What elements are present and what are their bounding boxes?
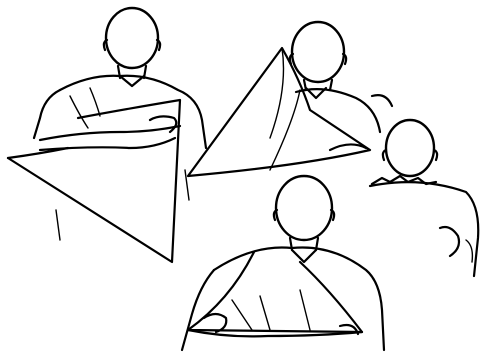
figure-3-sling-edge (440, 227, 459, 256)
figure-4-sling (188, 252, 362, 332)
figure-1-sling-triangle (8, 100, 180, 262)
figure-1-head (106, 8, 158, 68)
figure-4-head (276, 176, 332, 240)
figure-step-4 (182, 176, 384, 350)
figure-1-shirt-folds (70, 88, 100, 128)
figure-4-left-side (182, 270, 214, 350)
figure-3-back-outline (370, 182, 478, 276)
figure-1-forearm-bottom (40, 138, 175, 150)
figure-1-left-shoulder (34, 90, 60, 138)
figure-step-3 (370, 120, 478, 276)
figure-2-head (292, 22, 344, 82)
figure-step-1 (8, 8, 206, 262)
figure-1-shoulders (60, 76, 206, 148)
figure-2-arm-hint (372, 95, 392, 106)
figure-3-elbow (466, 240, 472, 262)
figure-1-sling-top-edge (8, 148, 68, 158)
figure-3-head (386, 120, 434, 176)
figure-2-shoulders (296, 89, 380, 132)
figure-4-collar (292, 250, 316, 262)
figure-step-2 (188, 22, 392, 176)
figure-2-hand (330, 144, 366, 150)
figure-4-sling-folds (232, 290, 310, 330)
figure-2-sling-triangle (188, 48, 370, 176)
figure-1-forearm-top (40, 126, 180, 140)
